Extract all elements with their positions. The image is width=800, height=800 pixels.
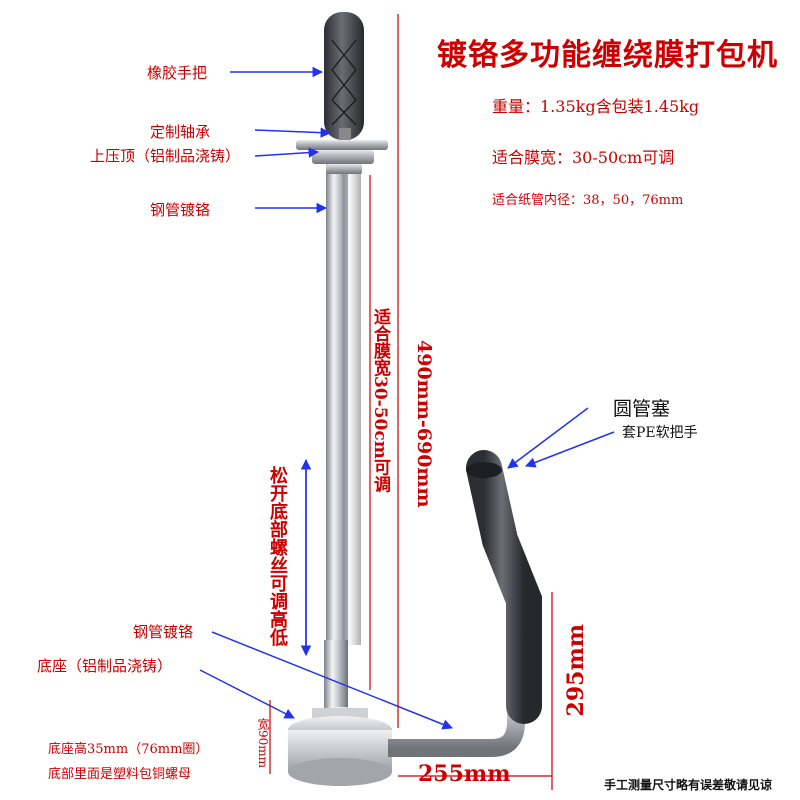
label-plug: 圆管塞 [613,398,671,420]
label-steel-tube-top: 钢管镀铬 [150,201,211,219]
label-film-width-adjust: 适合膜宽30-50cm可调 [370,308,390,493]
label-rubber-handle: 橡胶手把 [147,64,208,82]
label-steel-tube-bottom: 钢管镀铬 [133,623,194,641]
label-base-height: 底座高35mm（76mm圈） [48,742,209,757]
dimension-handle-length: 255mm [418,761,511,787]
handle-arm [388,700,525,757]
spec-core-diameter: 适合纸管内径：38，50，76mm [492,193,684,208]
label-top-cap: 上压顶（铝制品浇铸） [90,147,241,165]
top-cap [296,140,388,174]
dimension-handle-height: 295mm [563,624,589,717]
label-base: 底座（铝制品浇铸） [37,657,173,675]
rubber-handle [324,12,364,140]
spec-film-width: 适合膜宽：30-50cm可调 [492,148,675,167]
label-pe-grip: 套PE软把手 [622,425,698,441]
page-title: 镀铬多功能缠绕膜打包机 [437,38,778,73]
disclaimer-note: 手工测量尺寸略有误差敬请见谅 [604,778,773,792]
label-base-nut: 底部里面是塑料包铜螺母 [48,767,192,782]
base [288,640,392,786]
spec-weight: 重量：1.35kg含包装1.45kg [492,97,700,116]
dimension-base-width: 宽90mm [256,718,270,769]
pe-grip [466,450,542,724]
steel-tube [326,140,361,700]
label-loosen-screw: 松开底部螺丝可调高低 [267,466,288,646]
dimension-lines [269,14,553,790]
label-arrows [199,66,615,730]
dimension-height-range: 490mm-690mm [413,340,435,508]
label-bearing: 定制轴承 [150,123,211,141]
